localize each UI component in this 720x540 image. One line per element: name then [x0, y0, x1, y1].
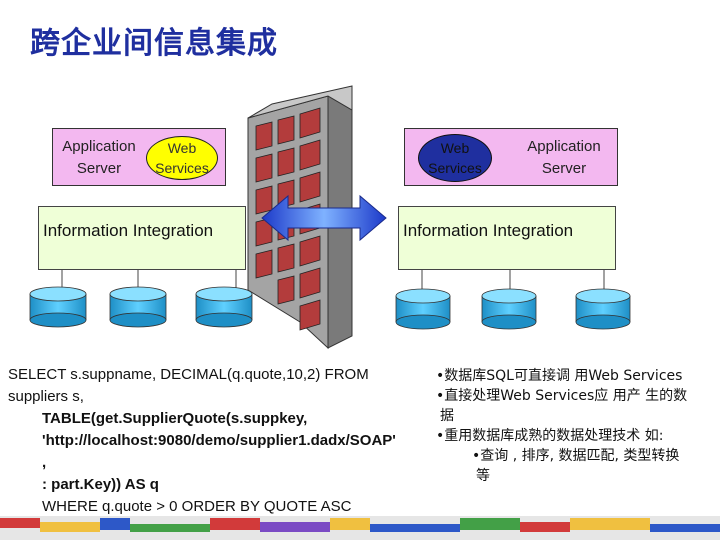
database-cylinder-icon	[481, 288, 537, 330]
page-title: 跨企业间信息集成	[30, 26, 278, 61]
left-app-server-label: Application Server	[62, 138, 136, 177]
right-connectors	[421, 270, 605, 290]
right-info-integration-label: Information Integration	[403, 221, 574, 240]
sql-line: suppliers s,	[8, 388, 84, 405]
database-cylinder-icon	[395, 288, 451, 330]
note-bullet: •重用数据库成熟的数据处理技术 如:	[436, 428, 664, 444]
database-cylinder-icon	[195, 286, 253, 328]
bottom-decorative-strip	[0, 516, 720, 540]
sql-line: ,	[42, 454, 47, 471]
database-cylinder-icon	[575, 288, 631, 330]
left-database-cylinders	[29, 286, 253, 328]
database-cylinder-icon	[109, 286, 167, 328]
bidirectional-arrow-icon	[261, 194, 387, 242]
note-sub-bullet: •查询 , 排序, 数据匹配, 类型转换	[472, 448, 680, 464]
note-sub-bullet-cont: 等	[476, 468, 490, 484]
left-info-integration-box: Information Integration	[38, 206, 246, 270]
sql-code-block: SELECT s.suppname, DECIMAL(q.quote,10,2)…	[8, 364, 396, 518]
notes-block: •数据库SQL可直接调 用Web Services •直接处理Web Servi…	[436, 366, 716, 486]
firewall-wall-icon	[247, 85, 353, 350]
sql-line: TABLE(get.SupplierQuote(s.suppkey,	[42, 410, 308, 427]
note-bullet-cont: 据	[440, 408, 454, 424]
right-app-server-label: Application Server	[527, 138, 601, 177]
note-bullet: •直接处理Web Services应 用产 生的数	[436, 388, 688, 404]
sql-line: : part.Key)) AS q	[42, 476, 159, 493]
right-database-cylinders	[395, 288, 631, 330]
note-bullet: •数据库SQL可直接调 用Web Services	[436, 368, 683, 384]
left-info-integration-label: Information Integration	[43, 221, 214, 240]
right-info-integration-box: Information Integration	[398, 206, 616, 270]
database-cylinder-icon	[29, 286, 87, 328]
sql-line: WHERE q.quote > 0 ORDER BY QUOTE ASC	[42, 498, 352, 515]
left-connectors	[61, 270, 237, 288]
sql-line: SELECT s.suppname, DECIMAL(q.quote,10,2)…	[8, 366, 369, 383]
sql-line: 'http://localhost:9080/demo/supplier1.da…	[42, 432, 396, 449]
